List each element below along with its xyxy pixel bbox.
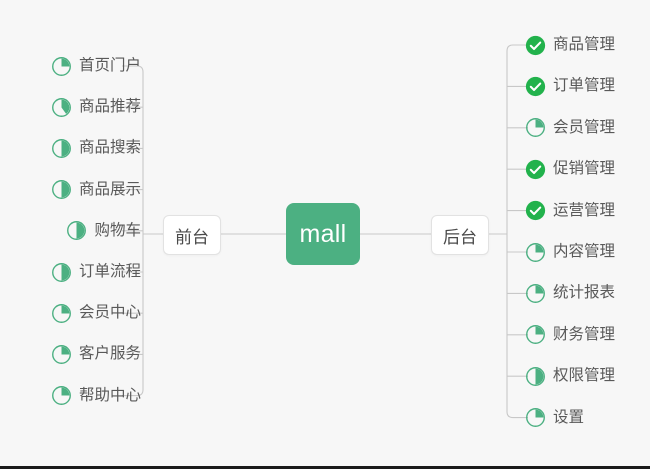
leaf-item[interactable]: 商品推荐 <box>51 94 141 120</box>
pie-progress-icon <box>526 118 545 138</box>
wire-right-spine <box>506 44 528 419</box>
pie-progress-icon <box>526 242 545 262</box>
leaf-item-label: 商品管理 <box>553 36 616 53</box>
pie-progress-icon <box>67 221 87 241</box>
leaf-item[interactable]: 促销管理 <box>525 156 615 182</box>
branch-node-backend[interactable]: 后台 <box>431 215 489 255</box>
pie-progress-icon <box>526 283 545 303</box>
check-circle-icon <box>525 76 546 97</box>
leaf-item-label: 促销管理 <box>553 160 616 178</box>
leaf-item[interactable]: 客户服务 <box>51 341 141 367</box>
pie-progress-icon <box>52 303 71 323</box>
leaf-item[interactable]: 首页门户 <box>51 53 141 79</box>
branch-node-frontend[interactable]: 前台 <box>163 215 221 255</box>
leaf-item[interactable]: 运营管理 <box>525 198 615 224</box>
pie-progress-icon <box>526 325 545 345</box>
leaf-item-label: 商品推荐 <box>78 98 141 116</box>
leaf-item-label: 商品搜索 <box>78 139 141 157</box>
leaf-item[interactable]: 商品管理 <box>525 32 615 58</box>
pie-progress-icon <box>526 366 545 386</box>
leaf-item-label: 订单管理 <box>553 77 616 95</box>
check-circle-icon <box>525 200 546 221</box>
pie-progress-icon <box>52 262 71 282</box>
pie-progress-icon <box>52 97 71 117</box>
leaf-item[interactable]: 商品搜索 <box>51 135 141 161</box>
leaf-item[interactable]: 设置 <box>525 405 584 431</box>
pie-progress-icon <box>52 138 71 158</box>
leaf-item[interactable]: 购物车 <box>66 218 141 244</box>
leaf-item[interactable]: 统计报表 <box>525 280 615 306</box>
leaf-item[interactable]: 财务管理 <box>525 322 615 348</box>
leaf-item[interactable]: 权限管理 <box>525 363 615 389</box>
leaf-item[interactable]: 订单管理 <box>525 73 615 99</box>
leaf-item-label: 会员管理 <box>553 118 616 136</box>
leaf-item-label: 首页门户 <box>78 57 141 74</box>
leaf-item-label: 统计报表 <box>553 284 616 302</box>
leaf-item-label: 运营管理 <box>553 201 616 219</box>
leaf-item-label: 权限管理 <box>553 367 616 385</box>
leaf-item-label: 购物车 <box>94 221 141 239</box>
check-circle-icon <box>525 35 546 55</box>
leaf-item-label: 设置 <box>553 408 585 426</box>
leaf-item[interactable]: 内容管理 <box>525 239 615 265</box>
pie-progress-icon <box>52 56 71 76</box>
leaf-item-label: 订单流程 <box>78 263 141 280</box>
leaf-item[interactable]: 商品展示 <box>51 177 141 203</box>
center-node-mall[interactable]: mall <box>286 203 360 265</box>
leaf-item-label: 财务管理 <box>553 325 616 343</box>
leaf-item[interactable]: 会员中心 <box>51 300 141 326</box>
leaf-item-label: 内容管理 <box>553 243 616 260</box>
pie-progress-icon <box>52 344 71 364</box>
pie-progress-icon <box>526 408 545 428</box>
leaf-item-label: 商品展示 <box>78 180 141 198</box>
leaf-item[interactable]: 订单流程 <box>51 259 141 285</box>
pie-progress-icon <box>52 180 71 200</box>
leaf-item[interactable]: 帮助中心 <box>51 383 141 409</box>
leaf-item-label: 客户服务 <box>78 345 141 363</box>
pie-progress-icon <box>52 386 71 406</box>
leaf-item[interactable]: 会员管理 <box>525 115 615 141</box>
leaf-item-label: 会员中心 <box>78 304 141 322</box>
leaf-item-label: 帮助中心 <box>78 386 141 404</box>
check-circle-icon <box>525 159 546 179</box>
